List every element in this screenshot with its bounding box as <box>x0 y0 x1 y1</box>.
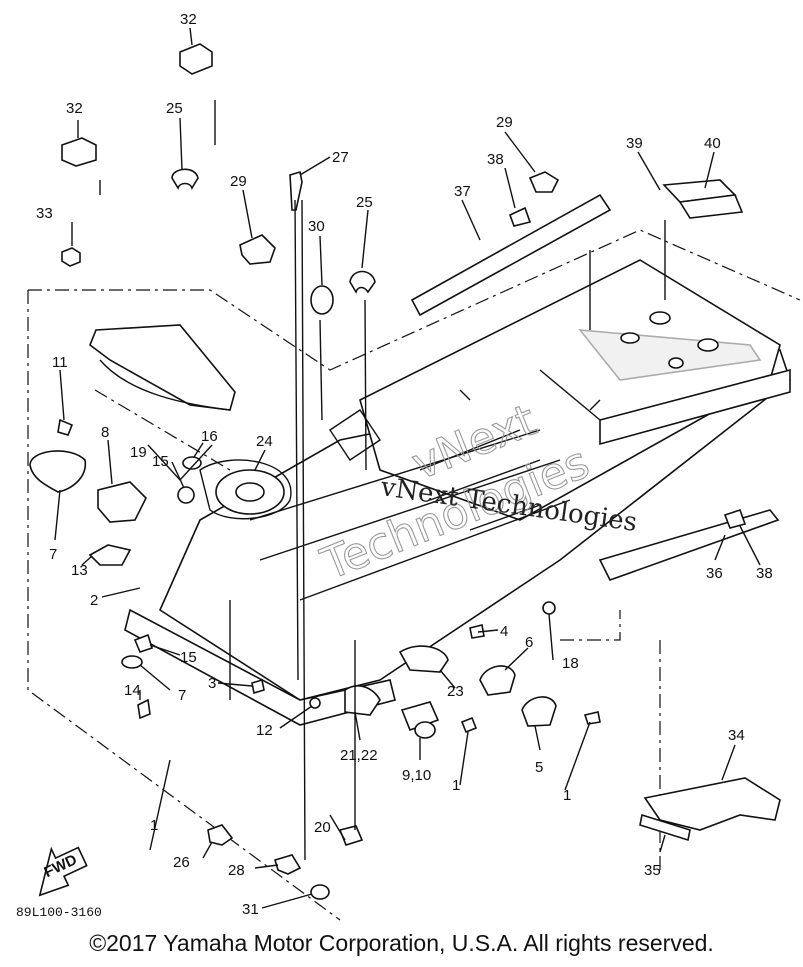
part-32-left <box>61 137 97 167</box>
callout: 31 <box>242 901 259 918</box>
part-3 <box>251 678 265 695</box>
part-11 <box>57 418 74 436</box>
callout: 3 <box>208 675 216 692</box>
part-29-right <box>528 171 560 193</box>
callout: 23 <box>447 683 464 700</box>
part-14 <box>137 698 151 720</box>
part-27 <box>289 170 303 211</box>
part-31 <box>310 884 330 900</box>
loose-parts <box>29 43 781 900</box>
part-38-upper <box>508 206 532 227</box>
callout: 32 <box>66 100 83 117</box>
part-20 <box>338 825 364 846</box>
callout: 32 <box>180 11 197 28</box>
part-12 <box>309 697 321 709</box>
part-29-left <box>239 234 276 265</box>
callout: 38 <box>756 565 773 582</box>
part-35 <box>639 813 691 842</box>
callout: 37 <box>454 183 471 200</box>
part-21-22 <box>344 685 381 716</box>
callout: 38 <box>487 151 504 168</box>
leader-lines <box>54 27 761 909</box>
callout: 35 <box>644 862 661 879</box>
callout: 7 <box>49 546 57 563</box>
callout: 19 <box>130 444 147 461</box>
part-7-lower <box>121 655 143 669</box>
part-32-top <box>179 43 213 75</box>
part-15-upper <box>177 486 195 504</box>
callout: 25 <box>356 194 373 211</box>
part-37 <box>410 193 612 317</box>
callout: 15 <box>152 453 169 470</box>
callout: 5 <box>535 759 543 776</box>
callout: 7 <box>178 687 186 704</box>
part-7-upper <box>29 450 86 493</box>
copyright-notice: ©2017 Yamaha Motor Corporation, U.S.A. A… <box>89 930 714 956</box>
callout: 13 <box>71 562 88 579</box>
callouts: 32 32 25 27 29 38 39 40 33 29 30 25 37 1… <box>36 11 773 918</box>
fwd-arrow-icon: FWD <box>38 846 88 897</box>
callout: 1 <box>563 787 571 804</box>
part-25-right <box>349 270 376 294</box>
callout: 1 <box>150 817 158 834</box>
callout: 29 <box>230 173 247 190</box>
part-16 <box>182 456 202 470</box>
parts-exploded-diagram: FWD vNext Technologies vNext Technologie… <box>27 11 801 921</box>
callout: 9,10 <box>402 767 431 784</box>
callout: 30 <box>308 218 325 235</box>
callout: 16 <box>201 428 218 445</box>
callout: 34 <box>728 727 745 744</box>
callout: 8 <box>101 424 109 441</box>
drawing-code: 89L100-3160 <box>16 905 102 920</box>
part-40 <box>678 194 744 219</box>
part-18 <box>542 601 556 615</box>
callout: 18 <box>562 655 579 672</box>
callout: 4 <box>500 623 508 640</box>
part-15-lower <box>133 633 153 653</box>
part-23 <box>398 645 449 673</box>
callout: 24 <box>256 433 273 450</box>
chassis-frame <box>124 259 791 726</box>
part-13 <box>88 544 132 566</box>
callout: 11 <box>52 354 68 371</box>
callout: 39 <box>626 135 643 152</box>
callout: 28 <box>228 862 245 879</box>
callout: 12 <box>256 722 273 739</box>
callout: 20 <box>314 819 331 836</box>
callout: 15 <box>180 649 197 666</box>
part-8 <box>97 481 147 523</box>
callout: 27 <box>332 149 349 166</box>
callout: 29 <box>496 114 513 131</box>
part-30 <box>310 285 334 315</box>
part-25-left <box>171 168 199 190</box>
part-34 <box>643 777 781 831</box>
callout: 2 <box>90 592 98 609</box>
callout: 21,22 <box>340 747 378 764</box>
callout: 36 <box>706 565 723 582</box>
callout: 14 <box>124 682 141 699</box>
callout: 26 <box>173 854 190 871</box>
part-5 <box>521 696 557 727</box>
part-4 <box>469 624 485 639</box>
part-38-lower <box>723 508 747 529</box>
part-26 <box>207 824 234 846</box>
part-6 <box>479 665 516 696</box>
part-28 <box>274 854 302 875</box>
callout: 25 <box>166 100 183 117</box>
callout: 40 <box>704 135 721 152</box>
callout: 1 <box>452 777 460 794</box>
callout: 33 <box>36 205 53 222</box>
part-1-a <box>460 716 478 734</box>
part-1-b <box>583 711 601 725</box>
callout: 6 <box>525 634 533 651</box>
part-33 <box>61 247 81 267</box>
